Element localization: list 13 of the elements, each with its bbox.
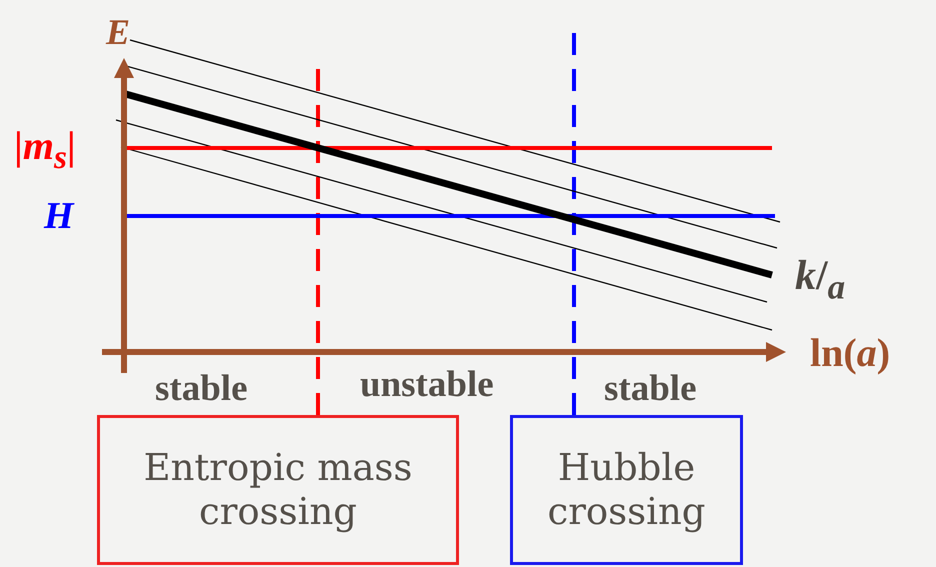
axis-label: ln(a) — [810, 333, 890, 373]
dashed-marker-line — [572, 30, 576, 415]
axis-label: E — [106, 14, 130, 50]
annotation-box — [510, 415, 743, 565]
region-label: unstable — [360, 366, 494, 403]
hubble-label: H — [44, 197, 74, 235]
momentum-label: k/$_{a}$ — [795, 255, 846, 304]
region-label: stable — [155, 370, 248, 407]
annotation-box — [97, 415, 459, 565]
region-label: stable — [604, 370, 696, 407]
box-text: Entropic mass crossing — [142, 446, 414, 534]
box-text: Hubble crossing — [546, 446, 706, 534]
mass-label: |m$_{s}$| — [14, 126, 76, 174]
